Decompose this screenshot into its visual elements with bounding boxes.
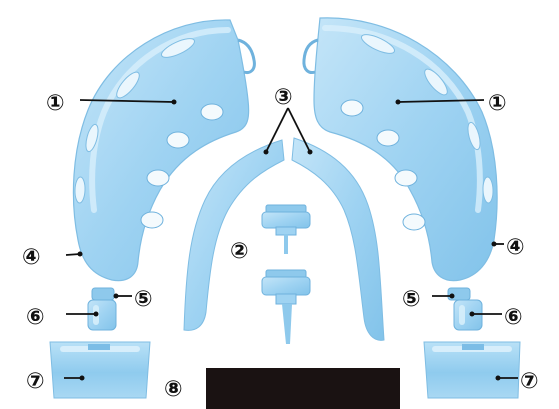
right-cap-part <box>424 342 520 398</box>
middle-right-strip-part <box>292 138 384 340</box>
callout-4-left: ④ <box>22 245 41 270</box>
callout-3: ③ <box>274 85 293 110</box>
middle-left-strip-part <box>184 140 284 330</box>
callout-8: ⑧ <box>164 377 183 402</box>
left-cap-part <box>50 342 150 398</box>
callout-7-right: ⑦ <box>520 369 539 394</box>
callout-5-right: ⑤ <box>402 287 421 312</box>
callout-2: ② <box>230 239 249 264</box>
callout-6-right: ⑥ <box>504 305 523 330</box>
callout-1-left: ① <box>46 91 65 116</box>
callout-6-left: ⑥ <box>26 305 45 330</box>
callout-4-right: ④ <box>506 235 525 260</box>
callout-5-left: ⑤ <box>134 287 153 312</box>
callout-1-right: ① <box>488 91 507 116</box>
black-bar-part <box>206 368 400 409</box>
left-connector-part <box>88 288 116 330</box>
lower-clip-part <box>262 270 310 344</box>
upper-clip-part <box>262 205 310 254</box>
left-shell-part <box>73 20 254 281</box>
right-shell-part <box>304 18 497 281</box>
callout-7-left: ⑦ <box>26 369 45 394</box>
